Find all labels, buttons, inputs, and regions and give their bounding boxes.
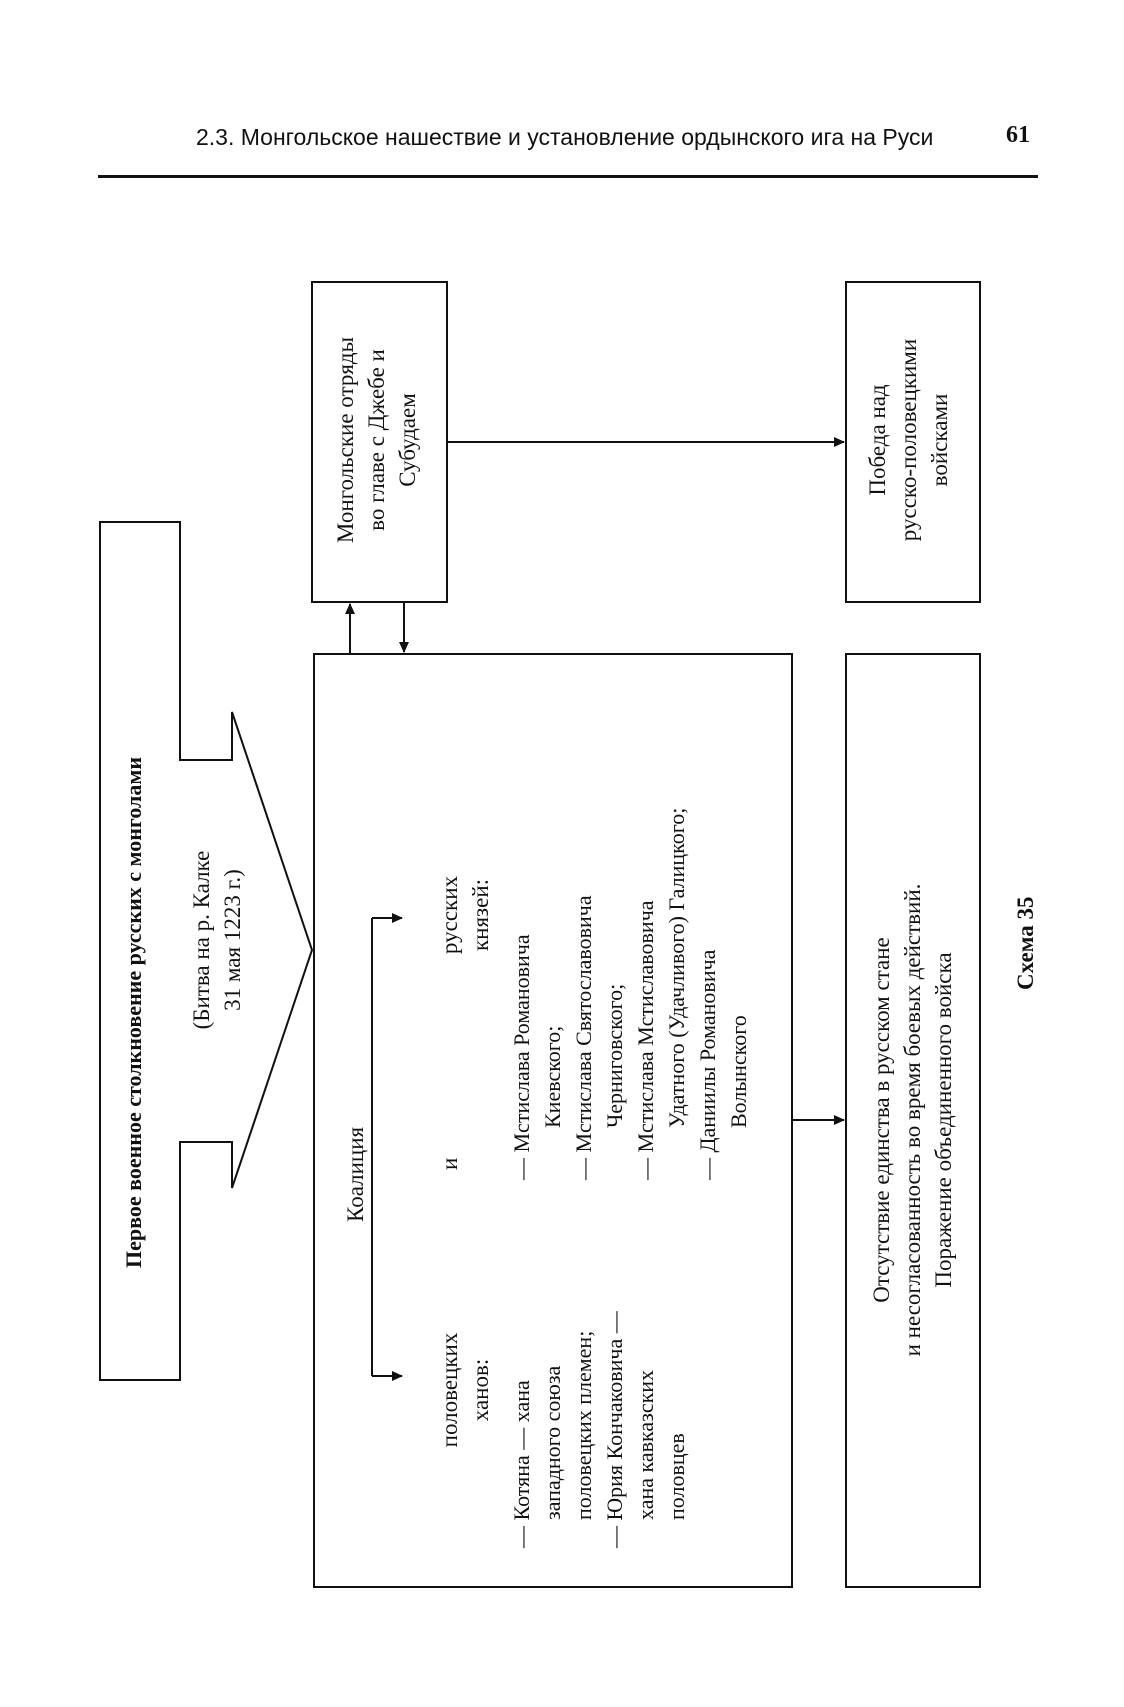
coalition-conjunction: и	[437, 1157, 462, 1170]
list-item: Черниговского;	[602, 983, 627, 1128]
list-item: Киевского;	[540, 1025, 565, 1128]
russian-list: — Мстислава Романовича Киевского; — Мсти…	[506, 750, 754, 1180]
scheme-caption: Схема 35	[1013, 896, 1038, 990]
list-item: Волынского	[726, 1015, 751, 1128]
polovtsy-list: — Котяна — хана западного союза половецк…	[506, 1248, 692, 1548]
running-title: 2.3. Монгольское нашествие и установлени…	[196, 124, 934, 150]
victory-box	[845, 281, 981, 603]
list-item: хана кавказских	[633, 1369, 658, 1520]
list-item: западного союза	[540, 1365, 565, 1520]
list-item: — Даниилы Романовича	[695, 949, 720, 1180]
coalition-title: Коалиция	[343, 1126, 368, 1222]
mongols-text: Монгольские отряды во главе с Джебе и Су…	[333, 336, 420, 544]
main-block-arrow	[99, 521, 314, 1381]
list-item: — Мстислава Мстиславовича	[633, 900, 658, 1180]
list-item: половцев	[664, 1433, 689, 1520]
result-box	[845, 653, 981, 1588]
list-item: Удатного (Удачливого) Галицкого;	[664, 807, 689, 1128]
list-item: половецких племен;	[571, 1330, 596, 1520]
list-item: — Котяна — хана	[509, 1380, 534, 1548]
battle-line-2: 31 мая 1223 г.)	[220, 869, 245, 1011]
battle-label: (Битва на р. Калке 31 мая 1223 г.)	[186, 800, 248, 1080]
victory-text: Победа над русско-половецкими войсками	[865, 338, 952, 542]
page-number: 61	[1006, 122, 1030, 148]
list-item: — Мстислава Романовича	[509, 934, 534, 1180]
polovtsy-header: половецких ханов:	[437, 1332, 493, 1448]
list-item: — Мстислава Святославовича	[571, 895, 596, 1180]
battle-line-1: (Битва на р. Калке	[189, 850, 214, 1030]
header-rule	[98, 175, 1038, 178]
result-text: Отсутствие единства в русском стане и не…	[869, 883, 956, 1357]
russian-header: русских князей:	[437, 875, 493, 955]
list-item: — Юрия Кончаковича —	[602, 1311, 627, 1548]
main-arrow-label: Первое военное столкновение русских с мо…	[121, 756, 146, 1268]
